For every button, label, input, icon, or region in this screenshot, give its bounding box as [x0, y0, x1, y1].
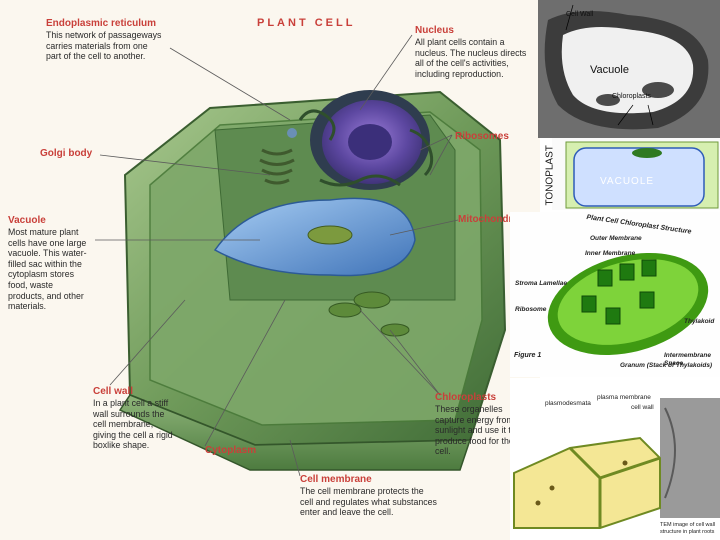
label-line: giving the cell a rigid [93, 430, 203, 441]
cellwall-image [510, 378, 720, 540]
label-line: cell and regulates what substances [300, 497, 480, 508]
tonoplast-image [552, 138, 720, 210]
chloroplast-label: Thylakoid [684, 318, 714, 326]
tonoplast-vacuole-label: VACUOLE [600, 176, 654, 187]
label-nucleus: Nucleus All plant cells contain a nucleu… [415, 25, 540, 79]
label-line: carries materials from one [46, 41, 206, 52]
label-heading: Cell wall [93, 386, 203, 398]
label-endoplasmic-reticulum: Endoplasmic reticulum This network of pa… [46, 18, 206, 62]
label-line: nucleus. The nucleus directs [415, 48, 540, 59]
label-cell-membrane: Cell membrane The cell membrane protects… [300, 474, 480, 518]
label-golgi-body: Golgi body [40, 148, 92, 160]
micrograph-label-chloroplasts: Chloroplasts [612, 93, 651, 101]
label-line: All plant cells contain a [415, 37, 540, 48]
label-line: enter and leave the cell. [300, 507, 480, 518]
nucleus-shape [310, 90, 430, 190]
label-cell-wall: Cell wall In a plant cell a stiff wall s… [93, 386, 203, 451]
label-heading: Vacuole [8, 215, 108, 227]
cellwall-panel [510, 378, 720, 540]
label-line: boxlike shape. [93, 440, 203, 451]
caption-line: TEM image of cell wall [660, 522, 715, 529]
micrograph-image [538, 0, 720, 138]
cellwall-label-cell-wall: cell wall [631, 404, 654, 412]
label-line: products, and other [8, 291, 108, 302]
label-line: cells have one large [8, 238, 108, 249]
chloroplast-label: Ribosome [515, 306, 546, 314]
label-heading: Cell membrane [300, 474, 480, 486]
label-heading: Endoplasmic reticulum [46, 18, 206, 30]
label-line: filled sac within the [8, 259, 108, 270]
micrograph-label-cell-wall: Cell Wall [566, 11, 593, 19]
tonoplast-panel [552, 138, 720, 210]
label-line: The cell membrane protects the [300, 486, 480, 497]
label-vacuole: Vacuole Most mature plant cells have one… [8, 215, 108, 312]
chloroplast-label: Stroma Lamellae [515, 280, 567, 288]
label-line: cell membrane, [93, 419, 203, 430]
chloroplast-figure-label: Figure 1 [514, 352, 541, 360]
micrograph-panel [538, 0, 720, 138]
label-cytoplasm: Cytoplasm [205, 445, 256, 457]
label-line: food, waste [8, 280, 108, 291]
label-line: This network of passageways [46, 30, 206, 41]
label-line: including reproduction. [415, 69, 540, 80]
label-line: all of the cell's activities, [415, 58, 540, 69]
caption-line: structure in plant roots [660, 529, 715, 536]
chloroplast-label: Inner Membrane [585, 250, 635, 258]
label-line: wall surrounds the [93, 409, 203, 420]
chloroplast-label: Outer Membrane [590, 235, 642, 243]
cellwall-tem-caption: TEM image of cell wall structure in plan… [660, 522, 715, 536]
label-heading: Nucleus [415, 25, 540, 37]
label-line: vacuole. This water- [8, 248, 108, 259]
cellwall-label-plasma-membrane: plasma membrane [597, 394, 651, 402]
micrograph-label-vacuole: Vacuole [590, 64, 629, 76]
label-line: In a plant cell a stiff [93, 398, 203, 409]
label-line: cytoplasm stores [8, 269, 108, 280]
cellwall-label-plasmodesmata: plasmodesmata [545, 400, 591, 408]
diagram-title: PLANT CELL [257, 17, 355, 29]
chloroplast-label: Granum (Stack of Thylakoids) [620, 362, 712, 370]
label-line: part of the cell to another. [46, 51, 206, 62]
label-line: materials. [8, 301, 108, 312]
label-line: Most mature plant [8, 227, 108, 238]
tonoplast-side-label: TONOPLAST [545, 126, 556, 206]
label-ribosomes: Ribosomes [455, 131, 509, 143]
